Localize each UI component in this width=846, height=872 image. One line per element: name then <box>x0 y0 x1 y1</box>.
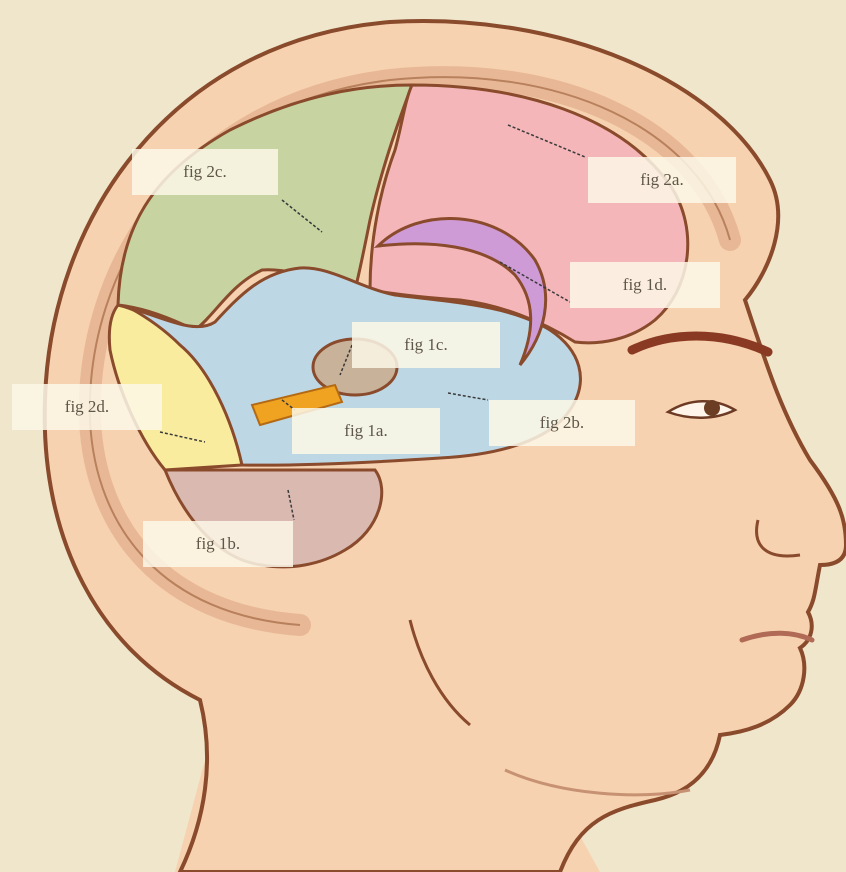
label-fig-2c: fig 2c. <box>132 149 278 195</box>
label-fig-1d: fig 1d. <box>570 262 720 308</box>
iris <box>704 400 720 416</box>
label-fig-1c: fig 1c. <box>352 322 500 368</box>
label-fig-2b: fig 2b. <box>489 400 635 446</box>
label-fig-2d: fig 2d. <box>12 384 162 430</box>
label-fig-2a: fig 2a. <box>588 157 736 203</box>
label-fig-1a: fig 1a. <box>292 408 440 454</box>
label-fig-1b: fig 1b. <box>143 521 293 567</box>
